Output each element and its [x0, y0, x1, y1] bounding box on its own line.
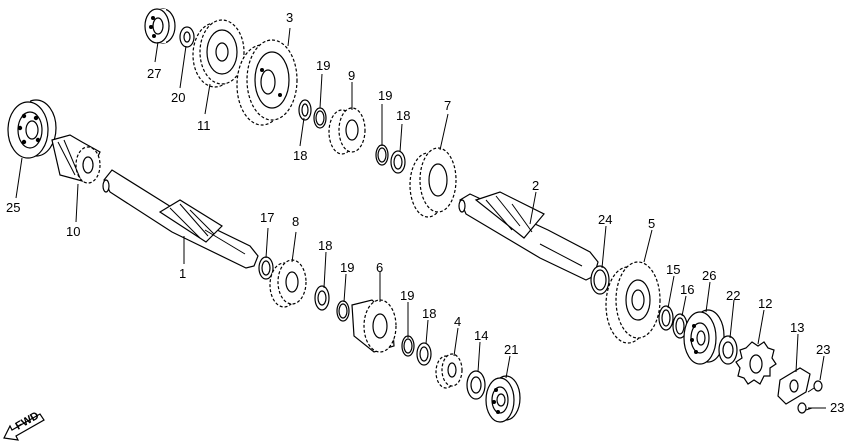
- bearing-21: [485, 375, 521, 423]
- washer-18-mid: [390, 150, 406, 174]
- label-10: 10: [66, 224, 80, 239]
- leader-lines: [15, 27, 826, 409]
- label-20: 20: [171, 90, 185, 105]
- sprocket-12: [735, 341, 777, 385]
- label-11: 11: [197, 118, 211, 133]
- gear-11: [192, 19, 245, 88]
- label-19c: 19: [340, 260, 354, 275]
- gear-5: [605, 261, 661, 344]
- bearing-27: [144, 8, 176, 44]
- washer-24: [590, 265, 610, 295]
- label-19b: 19: [378, 88, 392, 103]
- label-26: 26: [702, 268, 716, 283]
- washer-15: [658, 305, 674, 331]
- label-17: 17: [260, 210, 274, 225]
- shaft-2: [458, 191, 599, 281]
- bearing-26: [683, 309, 725, 365]
- label-25: 25: [6, 200, 20, 215]
- washer-17: [258, 256, 274, 280]
- label-5: 5: [648, 216, 655, 231]
- label-6: 6: [376, 260, 383, 275]
- ring-19-mid: [375, 144, 389, 166]
- label-22: 22: [726, 288, 740, 303]
- washer-18-bottom: [416, 342, 432, 366]
- label-18d: 18: [422, 306, 436, 321]
- seal-22: [718, 335, 738, 365]
- label-15: 15: [666, 262, 680, 277]
- label-8: 8: [292, 214, 299, 229]
- gear-9: [328, 107, 366, 155]
- ring-19-upper: [313, 107, 327, 129]
- gear-7: [409, 147, 457, 218]
- washer-18-upper: [298, 99, 312, 121]
- label-3: 3: [286, 10, 293, 25]
- gear-10: [51, 134, 101, 184]
- ring-19-lower: [336, 300, 350, 322]
- collar-16: [672, 313, 688, 339]
- gear-3: [236, 39, 298, 126]
- label-27: 27: [147, 66, 161, 81]
- label-21: 21: [504, 342, 518, 357]
- label-18b: 18: [396, 108, 410, 123]
- label-19d: 19: [400, 288, 414, 303]
- label-24: 24: [598, 212, 612, 227]
- label-13: 13: [790, 320, 804, 335]
- gear-8: [269, 259, 307, 308]
- bolt-23-upper: [807, 380, 823, 393]
- label-16: 16: [680, 282, 694, 297]
- label-23b: 23: [830, 400, 844, 415]
- shaft-1: [102, 169, 259, 269]
- label-18a: 18: [293, 148, 307, 163]
- label-18c: 18: [318, 238, 332, 253]
- collar-14: [466, 370, 486, 400]
- label-19a: 19: [316, 58, 330, 73]
- label-4: 4: [454, 314, 461, 329]
- fwd-arrow: FWD: [3, 410, 45, 441]
- ring-19-bottom: [401, 335, 415, 357]
- label-23a: 23: [816, 342, 830, 357]
- gear-6: [351, 299, 397, 353]
- label-1: 1: [179, 266, 186, 281]
- label-9: 9: [348, 68, 355, 83]
- label-12: 12: [758, 296, 772, 311]
- gear-4: [435, 353, 463, 389]
- bearing-25: [7, 99, 57, 159]
- washer-20: [179, 26, 195, 48]
- washer-18-lower: [314, 285, 330, 311]
- label-2: 2: [532, 178, 539, 193]
- plate-13: [777, 367, 811, 405]
- label-7: 7: [444, 98, 451, 113]
- label-14: 14: [474, 328, 488, 343]
